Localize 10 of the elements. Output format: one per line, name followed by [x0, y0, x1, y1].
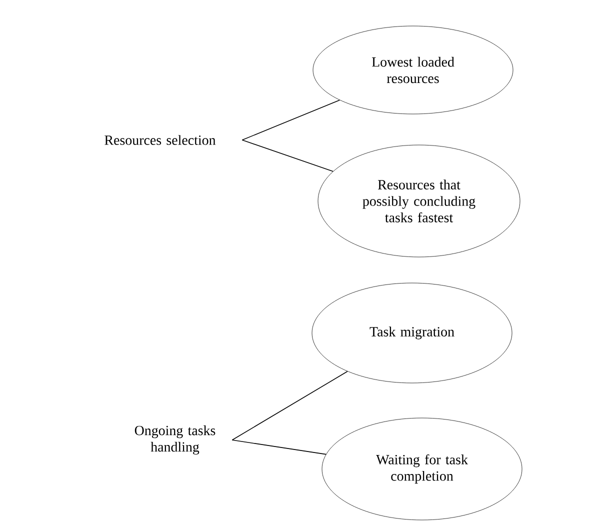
category-label: Ongoing tasks handling	[134, 425, 216, 455]
ellipse-node: Waiting for task completion	[322, 418, 522, 520]
category-label: Resources selection	[104, 135, 216, 145]
connector-line	[232, 371, 348, 440]
ellipse-node: Lowest loaded resources	[312, 26, 514, 114]
connector-line	[232, 440, 326, 455]
ellipse-node: Resources that possibly concluding tasks fastest	[318, 144, 520, 258]
connector-line	[242, 100, 340, 140]
connector-line	[242, 140, 334, 172]
ellipse-node: Task migration	[312, 282, 512, 384]
